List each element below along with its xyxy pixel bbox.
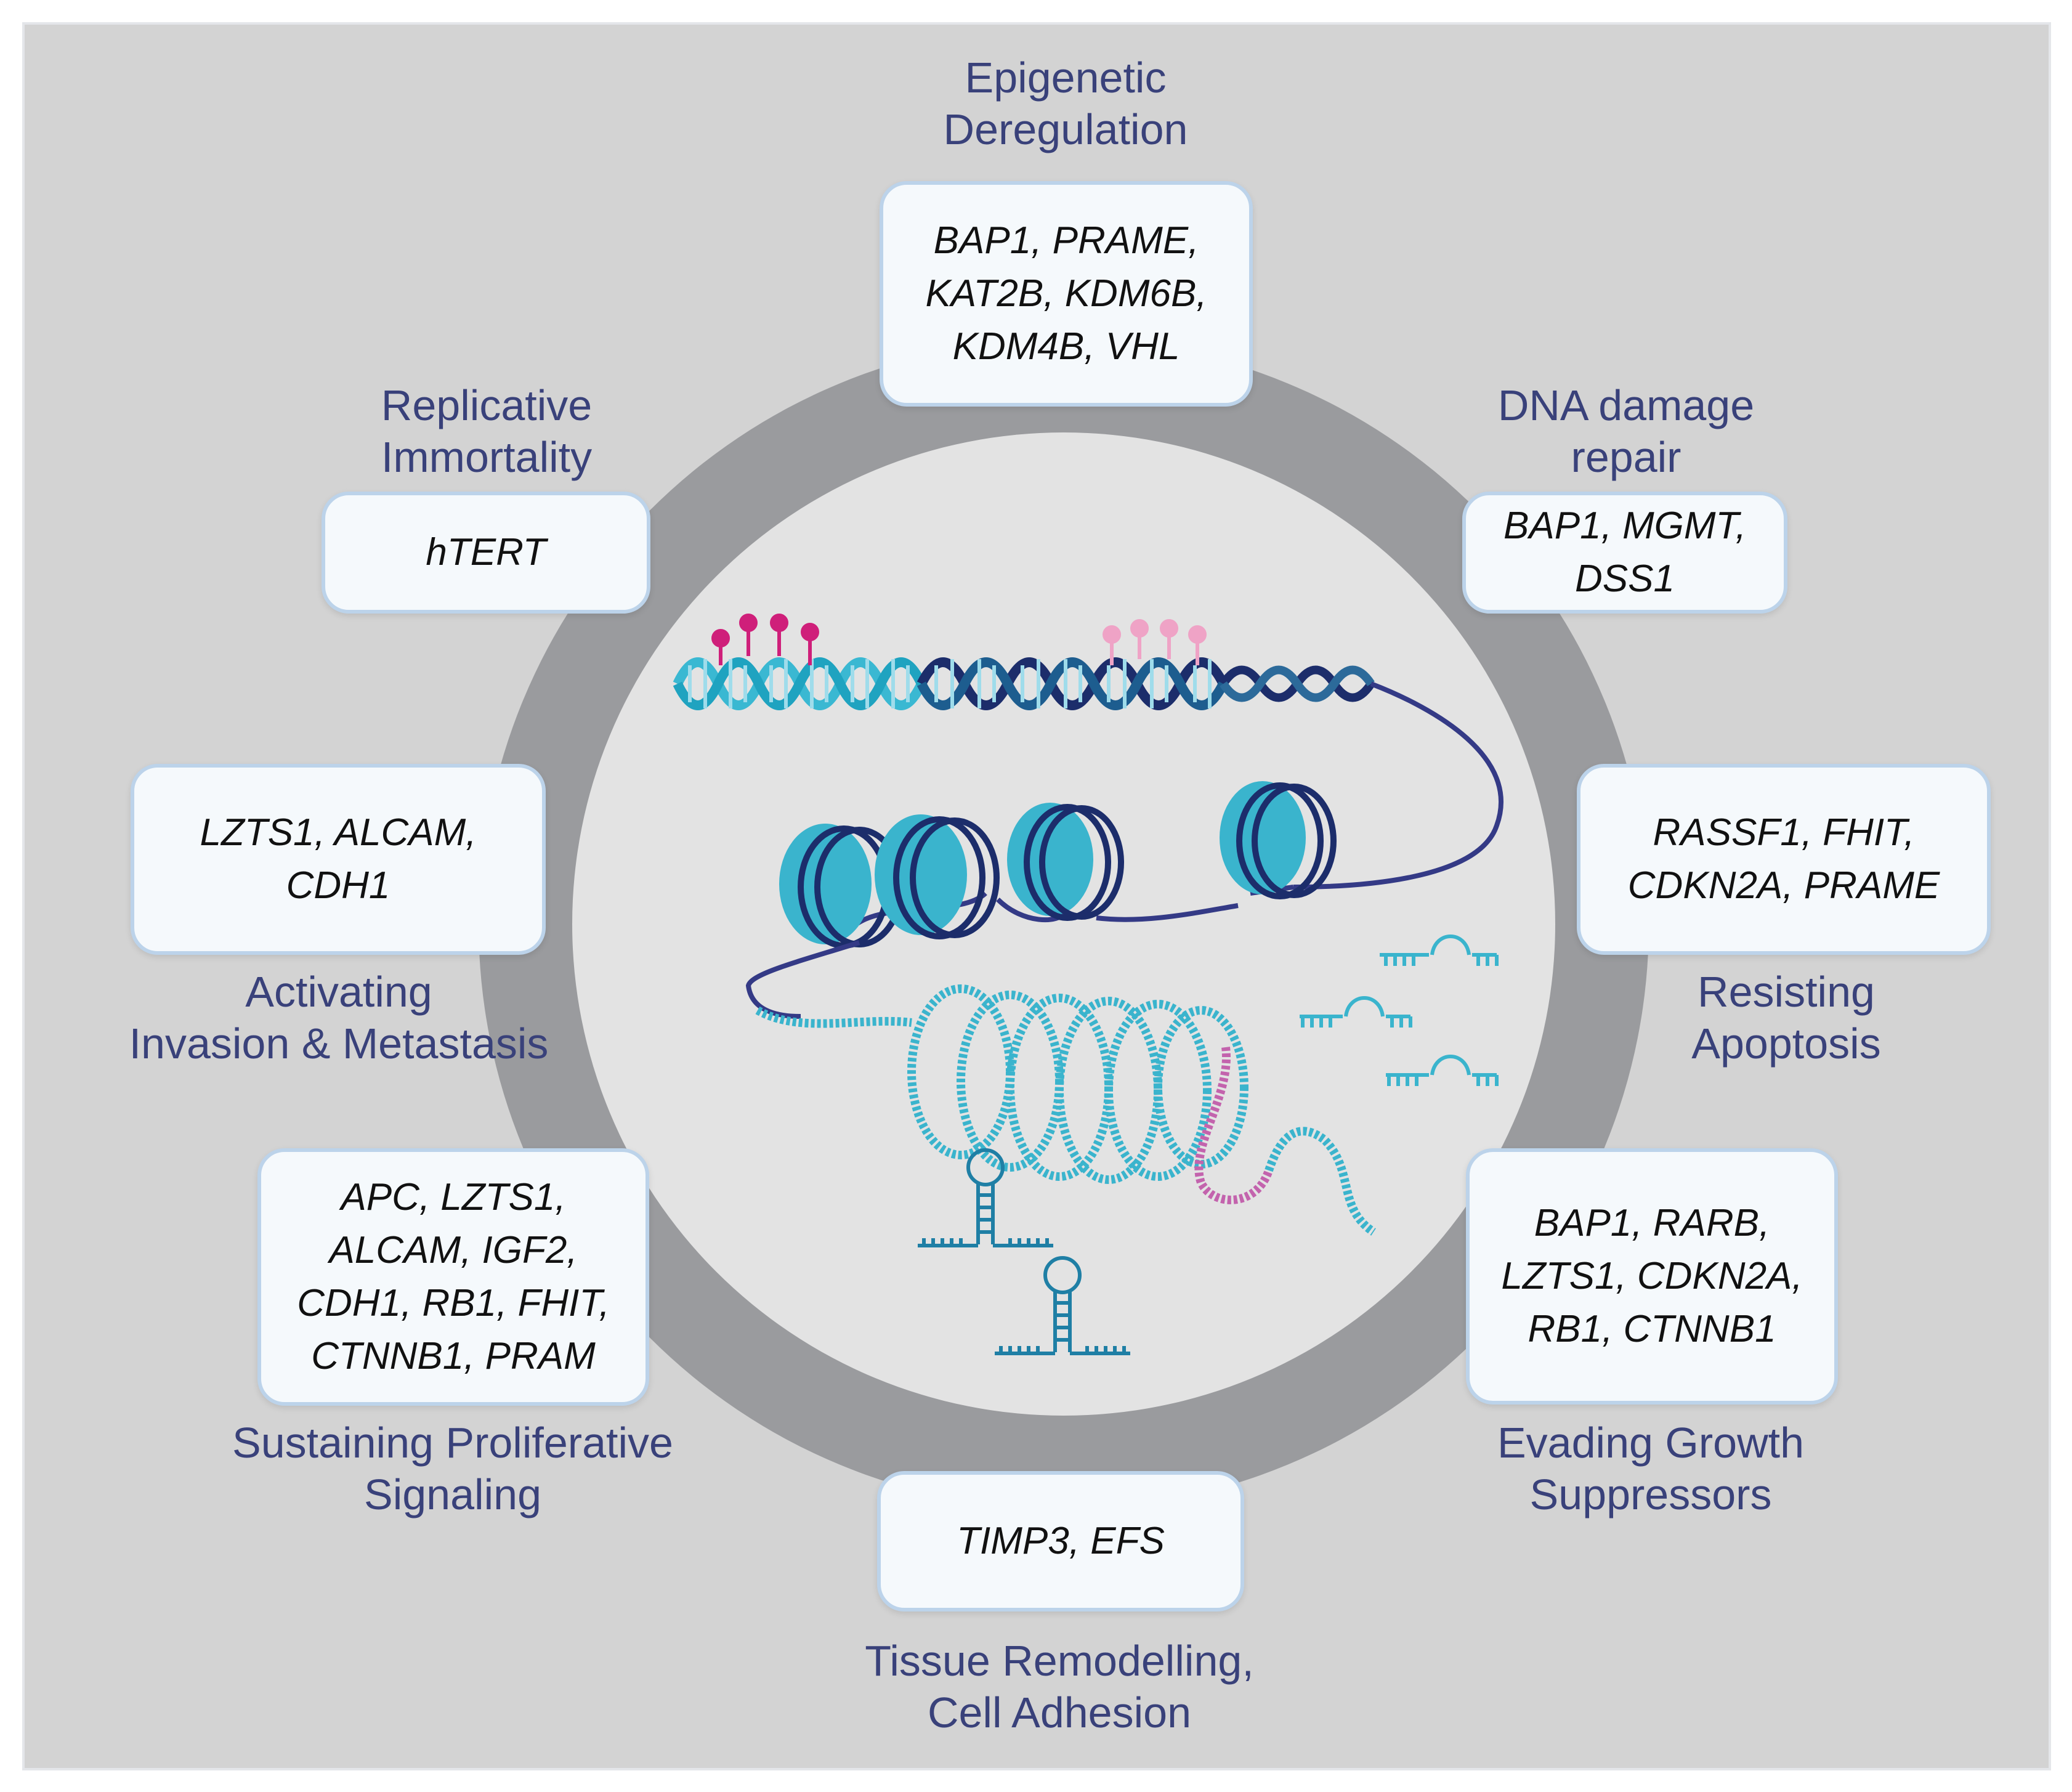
- category-label-epigenetic: Epigenetic Deregulation: [943, 54, 1188, 153]
- gene-box-immortality: hTERT: [322, 492, 650, 614]
- gene-list-proliferative: APC, LZTS1, ALCAM, IGF2, CDH1, RB1, FHIT…: [297, 1176, 610, 1377]
- gene-list-tissue-remodelling: TIMP3, EFS: [957, 1520, 1165, 1562]
- gene-list-immortality: hTERT: [426, 531, 546, 574]
- gene-box-tissue-remodelling: TIMP3, EFS: [877, 1471, 1244, 1612]
- category-label-proliferative: Sustaining Proliferative Signaling: [232, 1419, 673, 1518]
- gene-box-invasion: LZTS1, ALCAM, CDH1: [131, 764, 546, 955]
- nucleosome-icons: [745, 781, 1337, 1019]
- gene-box-dna-repair: BAP1, MGMT, DSS1: [1462, 492, 1787, 614]
- rna-icons: [1300, 935, 1499, 1086]
- gene-box-proliferative: APC, LZTS1, ALCAM, IGF2, CDH1, RB1, FHIT…: [257, 1148, 649, 1406]
- category-label-growth-suppressors: Evading Growth Suppressors: [1497, 1419, 1805, 1518]
- gene-box-growth-suppressors: BAP1, RARB, LZTS1, CDKN2A, RB1, CTNNB1: [1466, 1148, 1838, 1405]
- methylation-marks-icon: [711, 614, 1207, 665]
- gene-list-dna-repair: BAP1, MGMT, DSS1: [1503, 505, 1746, 600]
- inner-circle: [572, 432, 1555, 1416]
- chromatin-fiber-icon: [755, 984, 1377, 1236]
- category-label-tissue-remodelling: Tissue Remodelling, Cell Adhesion: [865, 1637, 1254, 1737]
- gene-box-epigenetic: BAP1, PRAME, KAT2B, KDM6B, KDM4B, VHL: [880, 181, 1253, 407]
- gene-list-apoptosis: RASSF1, FHIT, CDKN2A, PRAME: [1627, 811, 1940, 907]
- category-label-invasion: Activating Invasion & Metastasis: [129, 968, 549, 1068]
- gene-list-growth-suppressors: BAP1, RARB, LZTS1, CDKN2A, RB1, CTNNB1: [1501, 1202, 1803, 1350]
- category-label-dna-repair: DNA damage repair: [1497, 381, 1755, 481]
- category-label-apoptosis: Resisting Apoptosis: [1691, 968, 1881, 1068]
- linker-dna: [1293, 681, 1503, 890]
- hairpin-rna-icons: [918, 1148, 1130, 1355]
- category-label-immortality: Replicative Immortality: [381, 381, 593, 481]
- dna-helix-icon: [673, 657, 1375, 710]
- gene-box-apoptosis: RASSF1, FHIT, CDKN2A, PRAME: [1577, 764, 1991, 955]
- gene-list-invasion: LZTS1, ALCAM, CDH1: [200, 811, 477, 907]
- gene-list-epigenetic: BAP1, PRAME, KAT2B, KDM6B, KDM4B, VHL: [925, 219, 1207, 368]
